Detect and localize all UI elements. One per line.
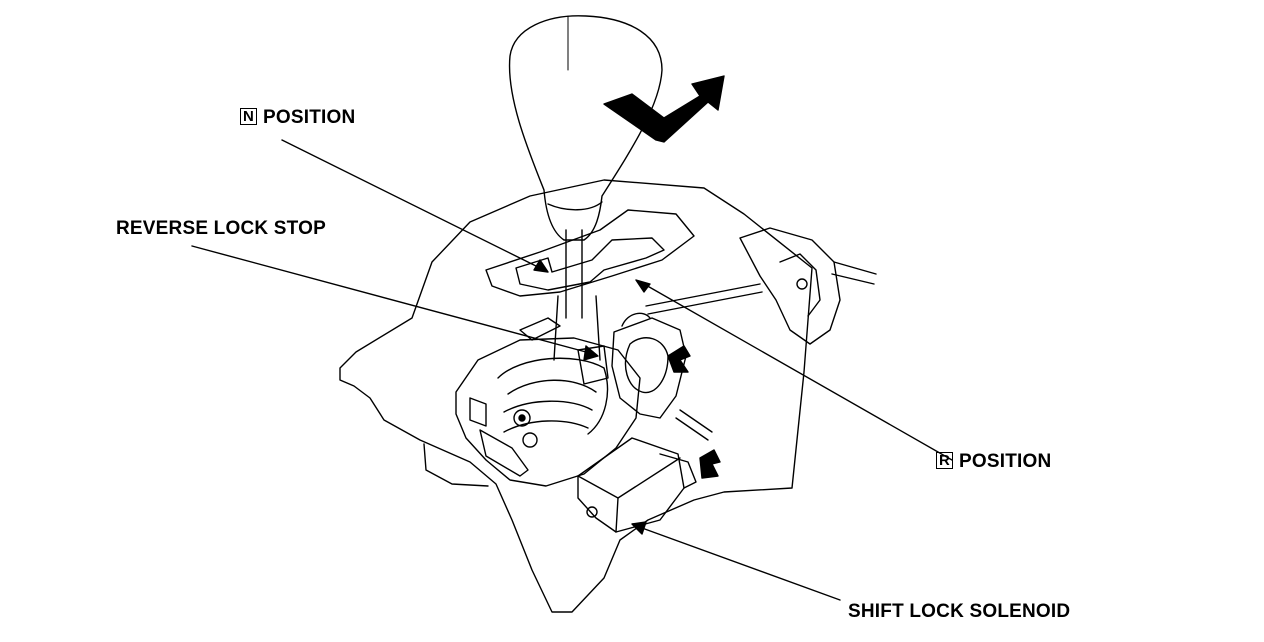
cable-bracket — [739, 227, 841, 345]
detent-arrow-icon — [667, 345, 691, 373]
console-housing — [339, 179, 813, 613]
gate-plate — [485, 209, 695, 297]
shift-lock-solenoid-label: SHIFT LOCK SOLENOID — [848, 601, 1071, 622]
shift-lock-solenoid-body — [577, 437, 685, 533]
r-position-text: POSITION — [959, 451, 1052, 472]
lever-base-column — [553, 295, 601, 361]
reverse-lock-stop-label: REVERSE LOCK STOP — [116, 218, 326, 239]
n-position-text: POSITION — [263, 107, 356, 128]
gate-slot — [515, 237, 665, 291]
pivot-bolt-2-icon — [522, 432, 538, 448]
leader-line-shift-lock-solenoid — [641, 527, 841, 601]
pivot-bolt-icon — [513, 409, 531, 427]
leader-line-r-position — [643, 283, 953, 461]
detent-plate — [611, 317, 687, 419]
r-position-label: R POSITION — [936, 451, 1051, 473]
shift-knob-icon — [508, 15, 663, 241]
shift-lever-shaft — [565, 229, 583, 319]
solenoid-arrow-icon — [699, 449, 721, 479]
n-position-label: N POSITION — [240, 107, 355, 129]
reverse-lock-stop-block — [577, 345, 609, 385]
r-position-letter: R — [936, 452, 954, 469]
console-housing-inner-edge — [423, 443, 489, 487]
leader-line-reverse-lock-stop — [191, 245, 587, 353]
n-position-letter: N — [240, 108, 258, 125]
cable-rod — [645, 283, 763, 315]
shift-direction-arrow-icon — [603, 75, 725, 143]
leader-line-n-position — [281, 139, 541, 269]
